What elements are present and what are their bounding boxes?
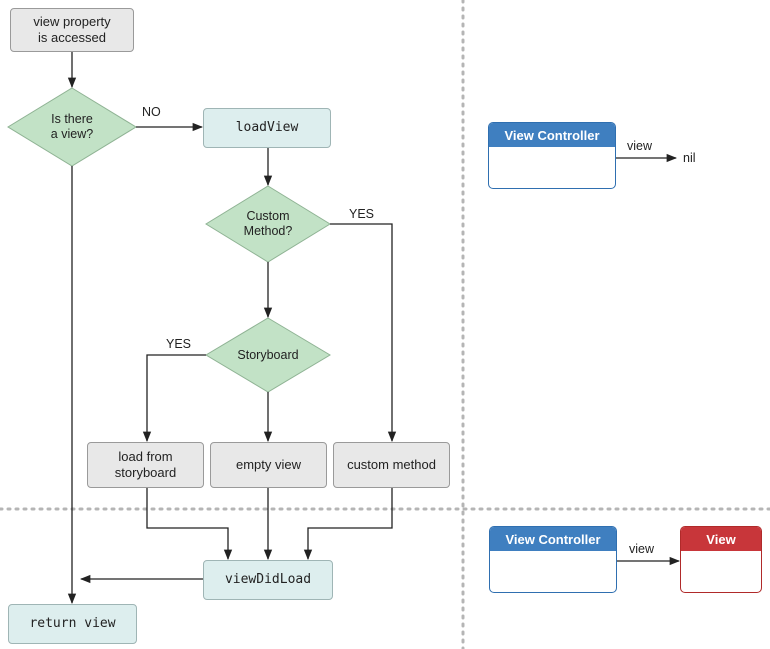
view-card: View: [680, 526, 762, 593]
edge-loadstoryboard-to-viewdidload: [146, 488, 233, 561]
custom-method-box: custom method: [333, 442, 450, 488]
view-edge-label-after: view: [629, 542, 655, 556]
view-title: View: [681, 527, 761, 551]
nil-label: nil: [683, 151, 696, 165]
viewdidload-box: viewDidLoad: [203, 560, 333, 600]
decision-view-label: Is there a view?: [50, 112, 94, 141]
load-from-storyboard-box: load from storyboard: [87, 442, 204, 488]
view-edge-label-before: view: [627, 139, 653, 153]
edge-custom-yes: [330, 223, 397, 443]
view-controller-title: View Controller: [490, 527, 616, 551]
decision-storyboard-label: Storyboard: [237, 347, 299, 362]
edge-custommethod-to-viewdidload: [303, 488, 393, 561]
return-view-box: return view: [8, 604, 137, 644]
decision-custom-label: Custom Method?: [243, 209, 293, 238]
view-controller-card-after: View Controller: [489, 526, 617, 593]
loadview-box: loadView: [203, 108, 331, 148]
no-label: NO: [142, 105, 161, 119]
yes-storyboard-label: YES: [166, 337, 192, 351]
edge-storyboard-yes: [142, 354, 206, 443]
view-controller-title: View Controller: [489, 123, 615, 147]
start-box: view property is accessed: [10, 8, 134, 52]
empty-view-box: empty view: [210, 442, 327, 488]
yes-custom-label: YES: [349, 207, 375, 221]
view-controller-card-before: View Controller: [488, 122, 616, 189]
